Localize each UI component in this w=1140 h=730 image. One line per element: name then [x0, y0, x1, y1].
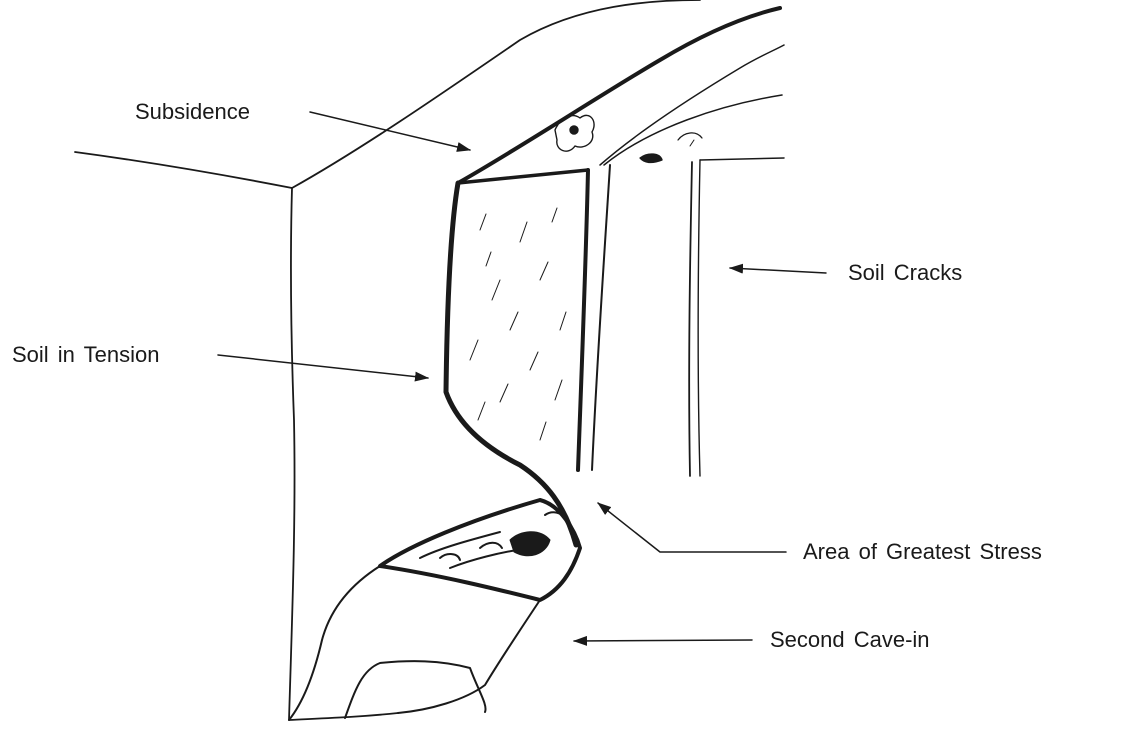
second-cave-in-label: Second Cave-in	[770, 629, 930, 651]
second-cave-in-arrow	[574, 640, 752, 641]
subsidence-surface	[458, 8, 784, 183]
soil-in-tension-label: Soil in Tension	[12, 344, 159, 366]
subsidence-arrow	[310, 112, 470, 150]
soil-slab	[446, 170, 588, 545]
cave-in-rubble	[380, 500, 580, 600]
callout-arrows	[218, 112, 826, 641]
soil-tension-arrow	[218, 355, 428, 378]
area-of-greatest-stress-label: Area of Greatest Stress	[803, 541, 1042, 563]
greatest-stress-arrow	[598, 503, 786, 552]
soil-cracks-lines	[592, 160, 700, 476]
subsidence-label: Subsidence	[135, 101, 250, 123]
soil-cracks-label: Soil Cracks	[848, 262, 962, 284]
trench-wall-outline	[289, 188, 398, 720]
soil-cracks-arrow	[730, 268, 826, 273]
slab-hatching	[470, 208, 566, 440]
